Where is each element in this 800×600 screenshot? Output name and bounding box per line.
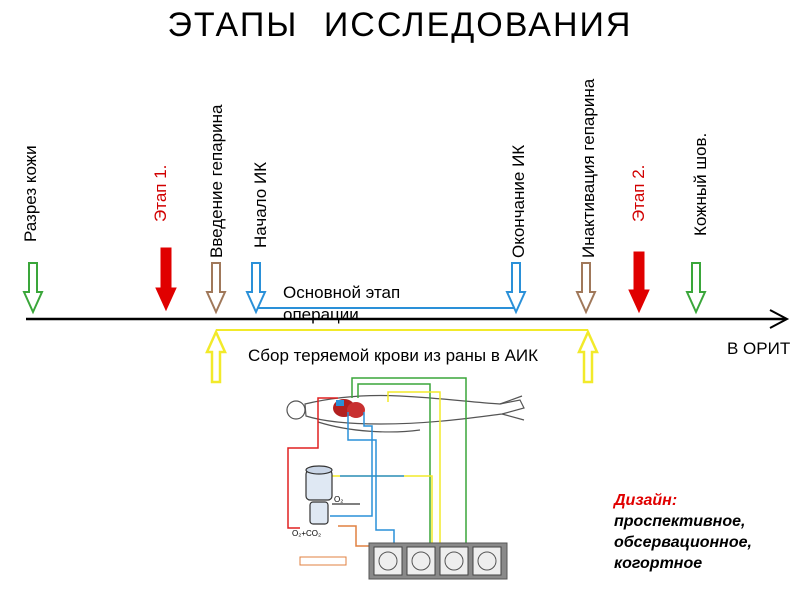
pump-console (368, 542, 508, 580)
orit-label: В ОРИТ (727, 339, 791, 358)
arrow-etap-1 (155, 247, 177, 312)
arrow-heparin (205, 262, 227, 315)
arrow-razrez (22, 262, 44, 315)
oxygenator (305, 465, 360, 525)
arrow-collection-end (577, 328, 599, 384)
timeline-arrowhead (769, 309, 790, 329)
page-title: ЭТАПЫ ИССЛЕДОВАНИЯ (167, 6, 633, 44)
arrow-suture (685, 262, 707, 315)
study-design: Дизайн: проспективное, обсервационное, к… (614, 490, 794, 574)
design-text: проспективное, обсервационное, когортное (614, 513, 752, 572)
patient-figure (286, 394, 525, 433)
o2co2-label: O₂+CO₂ (292, 529, 321, 538)
arrow-heparin-inact (575, 262, 597, 315)
arrow-ik-end (505, 262, 527, 315)
o2-label: O₂ (334, 495, 343, 504)
arrow-ik-start (245, 262, 267, 315)
blood-collection-label: Сбор теряемой крови из раны в АИК (248, 346, 539, 365)
arrow-collection-start (205, 328, 227, 384)
heat-exchanger (299, 556, 347, 566)
heart-icon (333, 399, 365, 418)
main-stage-label: Основной этап операции (283, 283, 401, 324)
arrow-etap-2 (628, 251, 650, 314)
perfusion-circuit (287, 377, 467, 548)
design-heading: Дизайн: (614, 492, 678, 509)
